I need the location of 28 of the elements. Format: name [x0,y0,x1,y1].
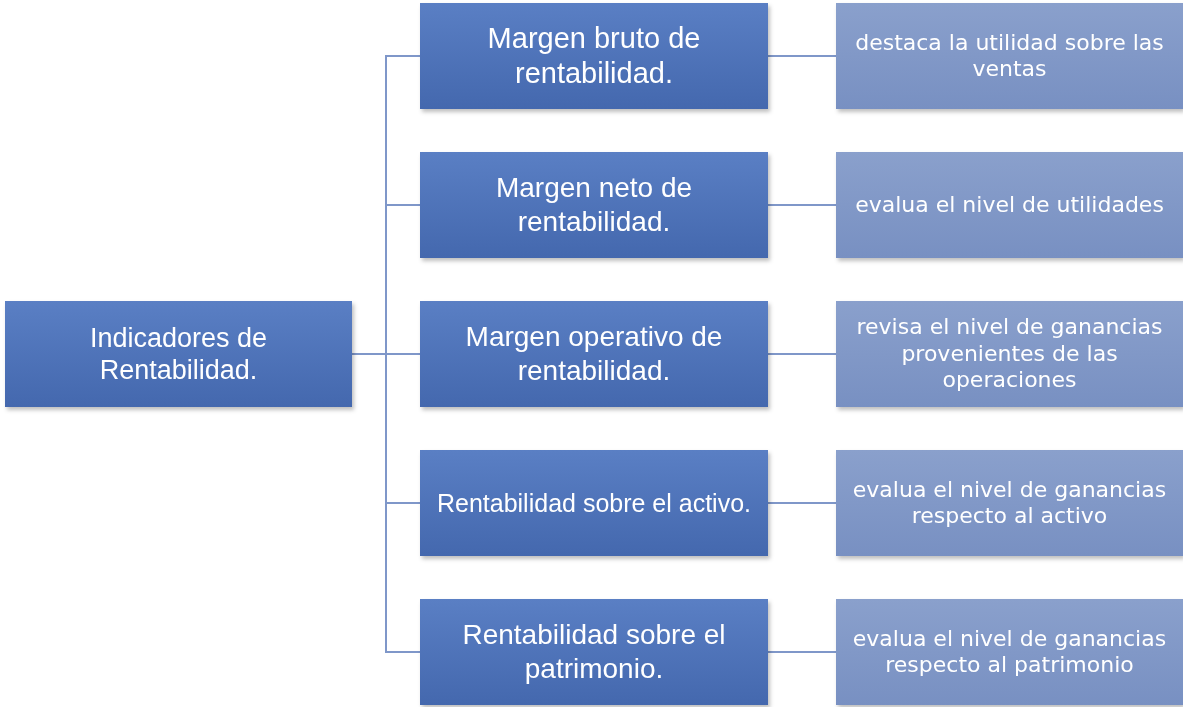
indicator-box [420,3,768,109]
description-box [836,152,1183,258]
box-text: Margen operativo de rentabilidad. [464,320,724,388]
box-text: Margen neto de rentabilidad. [494,171,694,239]
connector-line [767,55,837,57]
box-text: evalua el nivel de ganancias respecto al patrimonio [851,625,1168,679]
indicator-box [420,152,768,258]
description-box [836,3,1183,109]
box-text: Indicadores de Rentabilidad. [88,321,269,387]
box-text: evalua el nivel de ganancias respecto al activo [851,476,1168,530]
connector-line [767,204,837,206]
indicator-box [5,301,352,407]
box-text: Rentabilidad sobre el patrimonio. [461,618,727,686]
box-text: Rentabilidad sobre el activo. [436,488,752,518]
description-box [836,450,1183,556]
indicator-box [420,301,768,407]
connector-line [767,651,837,653]
indicator-box [420,450,768,556]
box-text: Margen bruto de rentabilidad. [486,21,702,91]
box-text: evalua el nivel de utilidades [855,191,1164,219]
indicator-box [420,599,768,705]
description-box [836,599,1183,705]
connector-line [351,353,421,653]
connector-line [767,353,837,355]
connector-line [767,502,837,504]
box-text: destaca la utilidad sobre las ventas [854,29,1165,83]
description-box [836,301,1183,407]
box-text: revisa el nivel de ganancias provenientes de las operaciones [855,314,1164,394]
